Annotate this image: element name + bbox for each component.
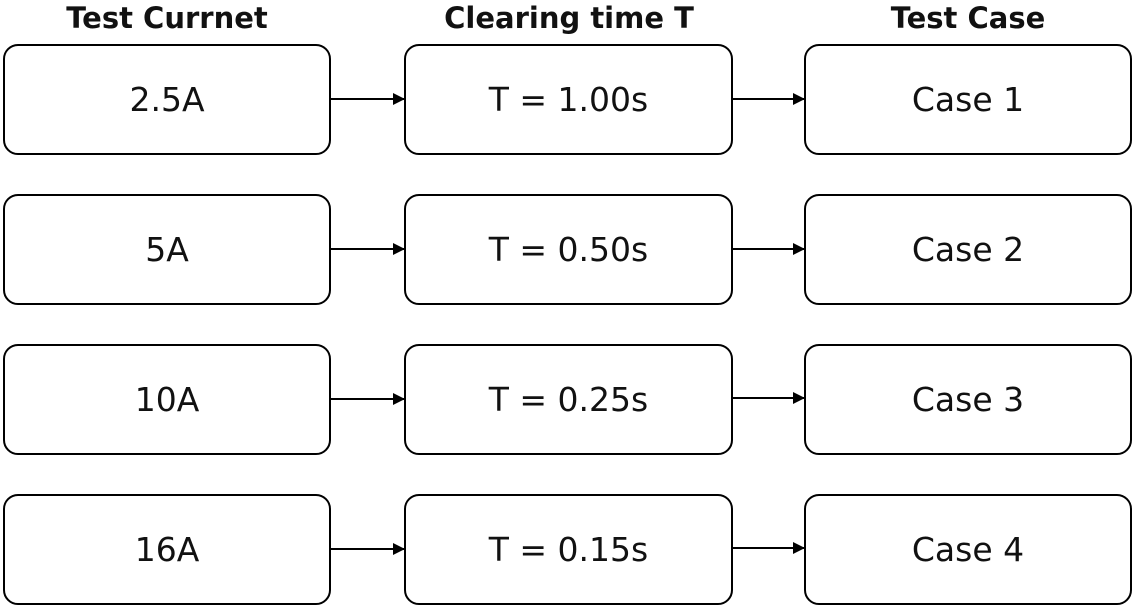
arrow-clearing-to-case-4 [733, 542, 805, 554]
clearing-box-2: T = 0.50s [404, 194, 733, 305]
arrow-clearing-to-case-3 [733, 392, 805, 404]
current-box-4: 16A [3, 494, 331, 605]
current-box-1: 2.5A [3, 44, 331, 155]
current-box-2: 5A [3, 194, 331, 305]
current-box-3: 10A [3, 344, 331, 455]
arrow-current-to-clearing-4 [331, 543, 405, 555]
clearing-box-1: T = 1.00s [404, 44, 733, 155]
arrow-current-to-clearing-3 [331, 393, 405, 405]
case-box-3: Case 3 [804, 344, 1132, 455]
arrow-current-to-clearing-2 [331, 243, 405, 255]
case-box-1: Case 1 [804, 44, 1132, 155]
case-box-2: Case 2 [804, 194, 1132, 305]
clearing-box-4: T = 0.15s [404, 494, 733, 605]
arrow-clearing-to-case-2 [733, 243, 805, 255]
header-test-current: Test Currnet [66, 1, 268, 35]
clearing-box-3: T = 0.25s [404, 344, 733, 455]
arrow-current-to-clearing-1 [331, 93, 405, 105]
header-test-case: Test Case [890, 1, 1046, 35]
arrow-clearing-to-case-1 [733, 93, 805, 105]
case-box-4: Case 4 [804, 494, 1132, 605]
header-clearing-time: Clearing time T [444, 1, 694, 35]
